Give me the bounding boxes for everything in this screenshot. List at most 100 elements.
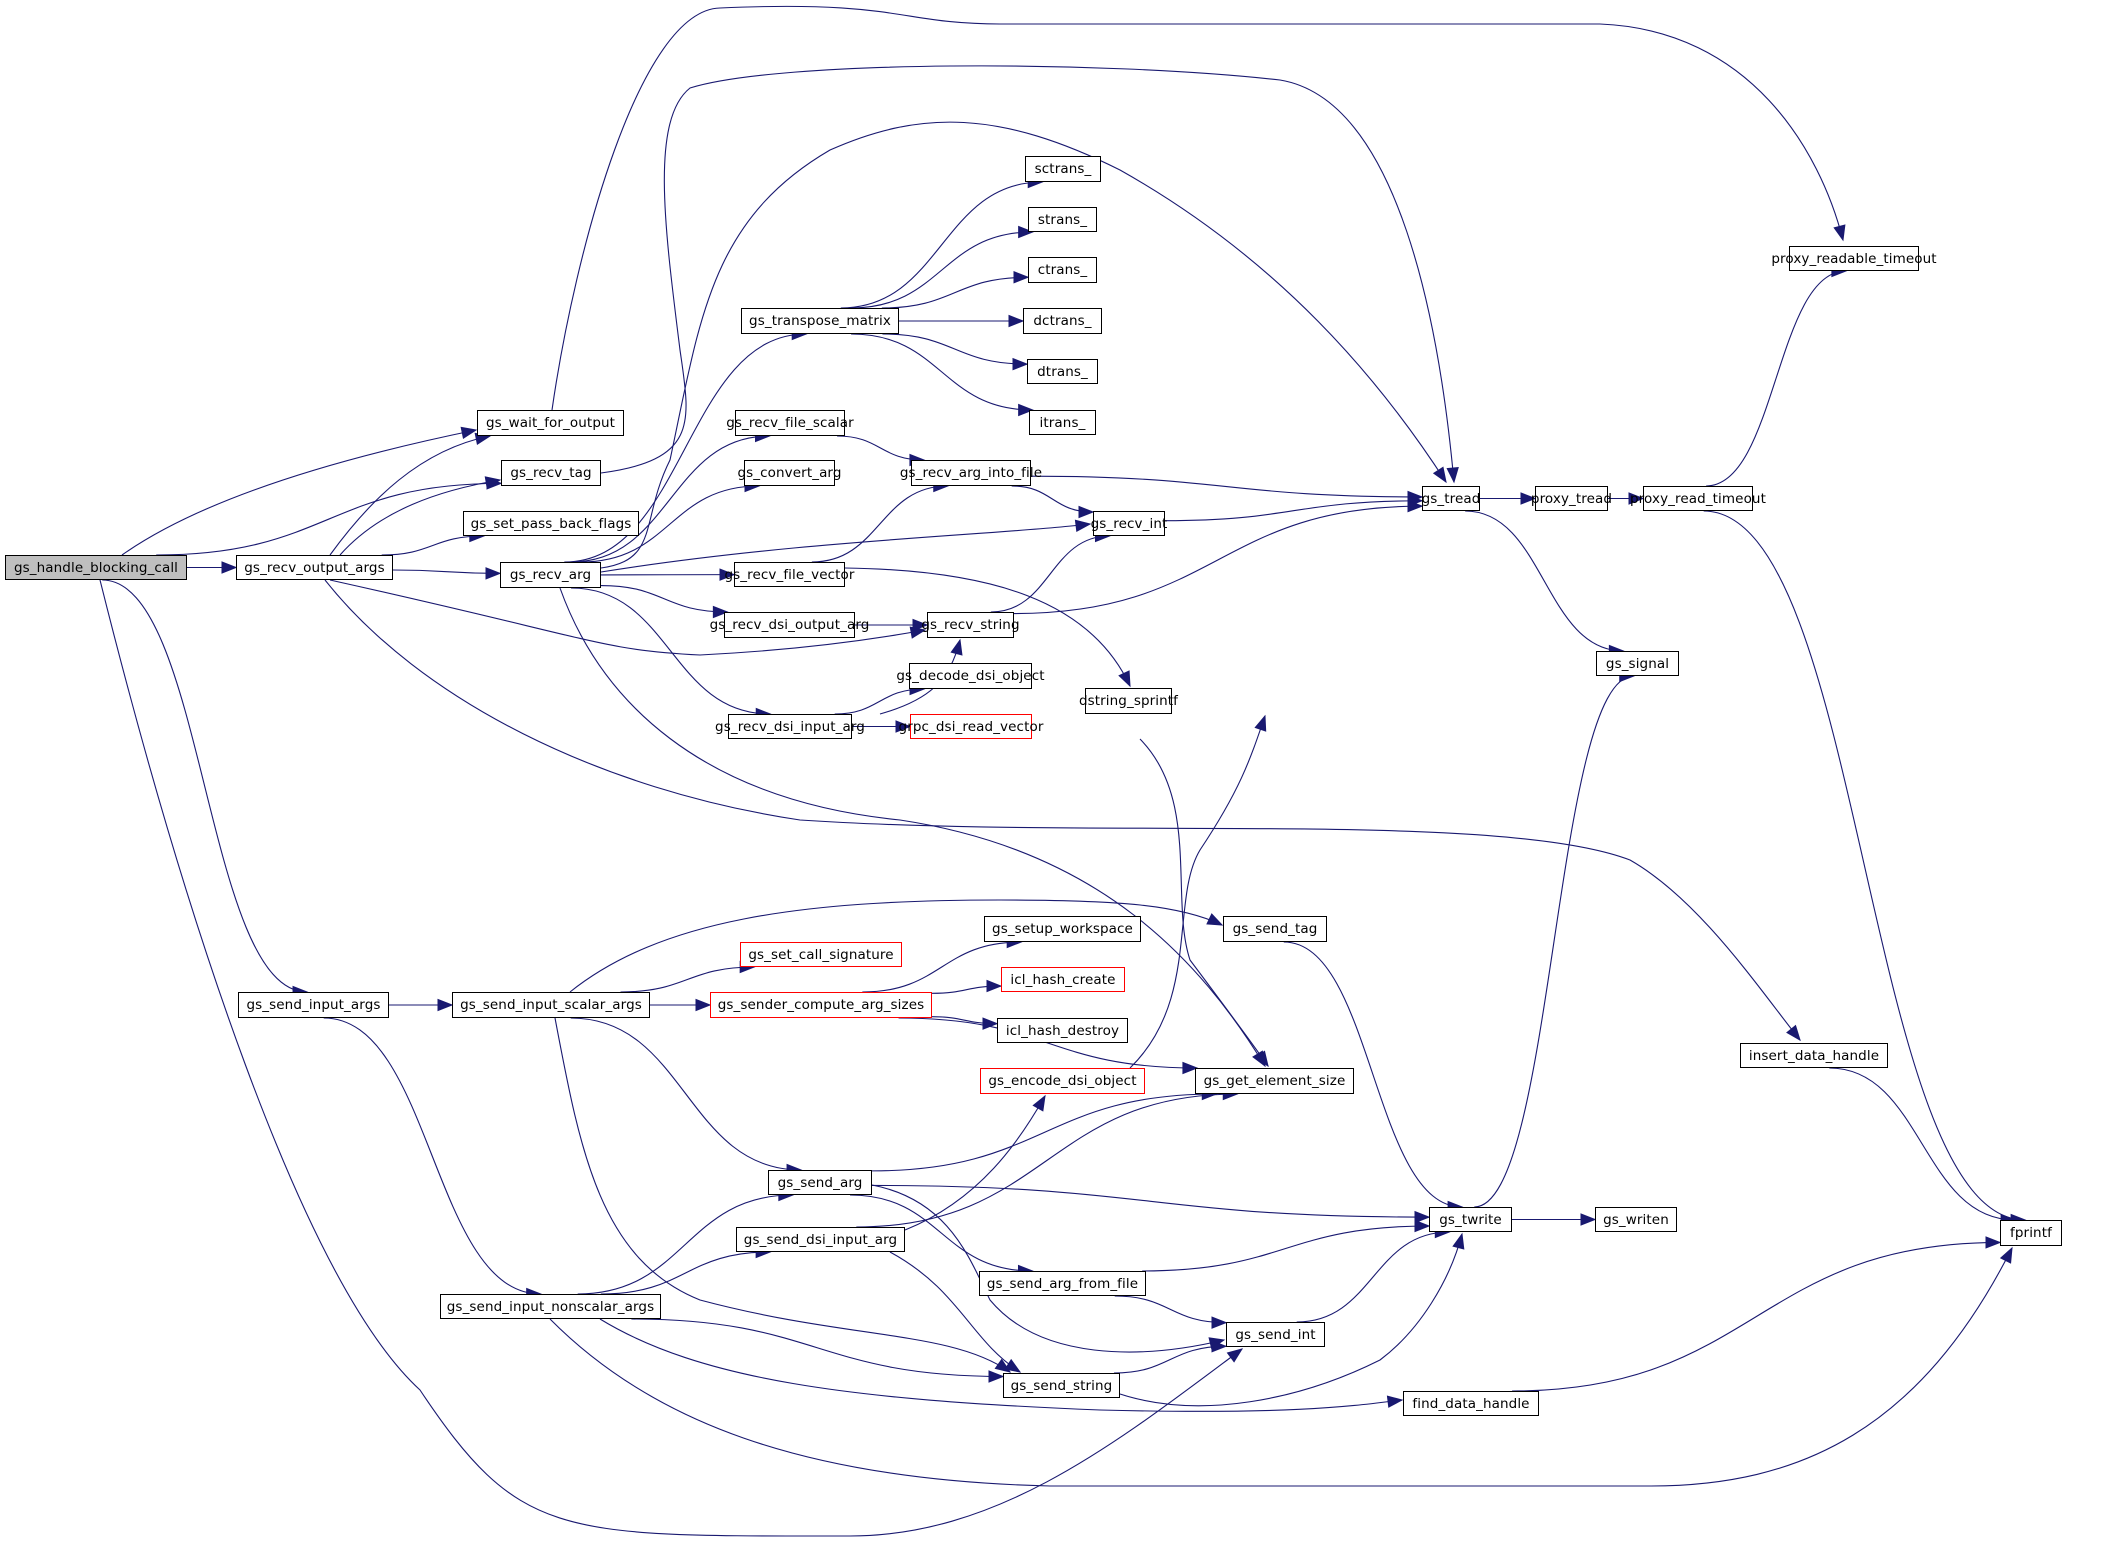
edge-gs-send-int-to-gs-twrite <box>1296 1231 1450 1323</box>
arrowhead-icon <box>1254 1050 1269 1068</box>
node-gs-recv-output-args[interactable]: gs_recv_output_args <box>236 555 393 580</box>
edge-gs-twrite-to-gs-signal <box>1474 675 1634 1208</box>
node-dctrans-[interactable]: dctrans_ <box>1023 308 1102 334</box>
node-gs-recv-dsi-input-arg[interactable]: gs_recv_dsi_input_arg <box>715 714 865 739</box>
node-gs-send-input-args[interactable]: gs_send_input_args <box>238 992 389 1018</box>
node-gs-send-int[interactable]: gs_send_int <box>1226 1322 1325 1347</box>
node-label: gs_transpose_matrix <box>749 313 891 329</box>
edge-gs-send-arg-to-gs-twrite <box>871 1184 1430 1218</box>
arrowhead-icon <box>1985 1236 2002 1249</box>
edge-gs-send-arg-from-file-to-gs-send-int <box>1114 1295 1227 1324</box>
node-gs-get-element-size[interactable]: gs_get_element_size <box>1195 1068 1354 1094</box>
edge-gs-handle-blocking-call-to-gs-wait-for-output <box>121 429 477 556</box>
arrowhead-icon <box>1206 913 1224 926</box>
node-gs-send-arg-from-file[interactable]: gs_send_arg_from_file <box>979 1271 1146 1296</box>
node-gs-recv-int[interactable]: gs_recv_int <box>1091 511 1167 536</box>
node-gs-send-arg[interactable]: gs_send_arg <box>768 1170 872 1195</box>
node-gs-convert-arg[interactable]: gs_convert_arg <box>737 460 841 486</box>
node-label: gs_recv_file_vector <box>724 566 855 583</box>
node-label: gs_wait_for_output <box>485 415 616 431</box>
edge-gs-transpose-matrix-to-strans- <box>851 231 1033 309</box>
arrowhead-icon <box>1999 1246 2013 1264</box>
arrowhead-icon <box>1520 492 1537 505</box>
edge-gs-recv-arg-to-gs-recv-int <box>600 523 1091 573</box>
node-gs-send-dsi-input-arg[interactable]: gs_send_dsi_input_arg <box>736 1227 905 1252</box>
node-gs-tread[interactable]: gs_tread <box>1422 486 1480 511</box>
edge-gs-encode-dsi-object-to-dstring-sprintf <box>1129 715 1266 1069</box>
arrowhead-icon <box>1407 499 1424 513</box>
node-label: gs_decode_dsi_object <box>896 668 1045 684</box>
node-strans-[interactable]: strans_ <box>1028 207 1097 232</box>
node-gs-signal[interactable]: gs_signal <box>1596 651 1679 676</box>
arrowhead-icon <box>1226 1348 1244 1363</box>
node-gs-recv-file-scalar[interactable]: gs_recv_file_scalar <box>726 410 854 436</box>
node-grpc-dsi-read-vector[interactable]: grpc_dsi_read_vector <box>899 714 1043 739</box>
node-gs-set-pass-back-flags[interactable]: gs_set_pass_back_flags <box>463 511 639 536</box>
arrowhead-icon <box>1078 505 1095 519</box>
node-dstring-sprintf[interactable]: dstring_sprintf <box>1079 688 1178 714</box>
edge-insert-data-handle-to-fprintf <box>1829 1067 2016 1221</box>
node-gs-handle-blocking-call[interactable]: gs_handle_blocking_call <box>5 555 187 580</box>
arrowhead-icon <box>1013 271 1030 284</box>
edge-gs-recv-output-args-to-gs-wait-for-output <box>329 435 491 556</box>
node-gs-setup-workspace[interactable]: gs_setup_workspace <box>984 916 1141 942</box>
node-icl-hash-create[interactable]: icl_hash_create <box>1001 967 1125 992</box>
node-gs-set-call-signature[interactable]: gs_set_call_signature <box>740 942 902 967</box>
node-label: dstring_sprintf <box>1078 693 1179 709</box>
node-gs-recv-file-vector[interactable]: gs_recv_file_vector <box>724 562 854 587</box>
node-dtrans-[interactable]: dtrans_ <box>1027 359 1098 384</box>
node-gs-sender-compute-arg-sizes[interactable]: gs_sender_compute_arg_sizes <box>710 992 932 1018</box>
node-gs-wait-for-output[interactable]: gs_wait_for_output <box>477 410 624 436</box>
node-label: gs_send_int <box>1235 1326 1316 1343</box>
arrowhead-icon <box>895 720 912 733</box>
node-label: gs_recv_arg_into_file <box>899 465 1043 481</box>
node-label: gs_recv_tag <box>510 465 592 481</box>
node-gs-recv-tag[interactable]: gs_recv_tag <box>501 460 601 486</box>
edge-gs-recv-arg-to-gs-recv-dsi-input-arg <box>571 587 771 715</box>
edge-grpc-dsi-read-vector-to-gs-get-element-size <box>1139 738 1269 1067</box>
node-sctrans-[interactable]: sctrans_ <box>1025 156 1101 182</box>
arrowhead-icon <box>1446 466 1459 484</box>
node-gs-twrite[interactable]: gs_twrite <box>1429 1207 1512 1232</box>
node-gs-send-input-nonscalar-args[interactable]: gs_send_input_nonscalar_args <box>440 1294 661 1319</box>
node-gs-recv-dsi-output-arg[interactable]: gs_recv_dsi_output_arg <box>710 612 869 638</box>
node-label: insert_data_handle <box>1748 1047 1880 1064</box>
node-label: fprintf <box>2010 1225 2052 1241</box>
node-gs-recv-string[interactable]: gs_recv_string <box>921 612 1020 638</box>
node-proxy-read-timeout[interactable]: proxy_read_timeout <box>1630 486 1766 511</box>
edge-gs-send-input-nonscalar-args-to-gs-send-string <box>631 1318 1004 1378</box>
node-gs-send-input-scalar-args[interactable]: gs_send_input_scalar_args <box>452 992 650 1018</box>
node-label: gs_send_input_nonscalar_args <box>446 1298 655 1315</box>
node-label: gs_setup_workspace <box>992 921 1133 937</box>
node-label: proxy_tread <box>1530 490 1613 507</box>
node-icl-hash-destroy[interactable]: icl_hash_destroy <box>997 1018 1128 1043</box>
node-find-data-handle[interactable]: find_data_handle <box>1403 1391 1539 1416</box>
node-gs-decode-dsi-object[interactable]: gs_decode_dsi_object <box>896 663 1045 689</box>
node-proxy-readable-timeout[interactable]: proxy_readable_timeout <box>1771 246 1937 271</box>
arrowhead-icon <box>1074 519 1092 532</box>
node-label: itrans_ <box>1039 414 1086 431</box>
node-label: gs_send_arg <box>777 1174 863 1191</box>
node-itrans-[interactable]: itrans_ <box>1029 410 1096 435</box>
node-gs-recv-arg-into-file[interactable]: gs_recv_arg_into_file <box>900 460 1042 486</box>
node-insert-data-handle[interactable]: insert_data_handle <box>1740 1043 1888 1068</box>
node-label: grpc_dsi_read_vector <box>898 718 1044 735</box>
node-gs-recv-arg[interactable]: gs_recv_arg <box>500 562 601 588</box>
edge-gs-recv-string-to-gs-tread <box>1013 505 1423 615</box>
edge-gs-recv-output-args-to-gs-recv-arg <box>392 569 501 574</box>
node-ctrans-[interactable]: ctrans_ <box>1028 257 1097 283</box>
node-fprintf[interactable]: fprintf <box>2000 1220 2062 1246</box>
node-label: gs_recv_dsi_input_arg <box>715 718 865 735</box>
node-proxy-tread[interactable]: proxy_tread <box>1531 486 1612 511</box>
node-gs-transpose-matrix[interactable]: gs_transpose_matrix <box>741 308 899 334</box>
node-gs-encode-dsi-object[interactable]: gs_encode_dsi_object <box>980 1068 1145 1094</box>
arrowhead-icon <box>1580 1213 1597 1226</box>
node-label: gs_convert_arg <box>737 465 842 481</box>
edge-gs-transpose-matrix-to-ctrans- <box>881 276 1029 309</box>
arrowhead-icon <box>1833 224 1846 242</box>
node-label: gs_recv_string <box>921 617 1020 633</box>
node-gs-send-tag[interactable]: gs_send_tag <box>1223 916 1327 942</box>
node-gs-send-string[interactable]: gs_send_string <box>1003 1373 1120 1398</box>
edge-find-data-handle-to-fprintf <box>1512 1241 2001 1392</box>
node-gs-writen[interactable]: gs_writen <box>1595 1207 1677 1232</box>
